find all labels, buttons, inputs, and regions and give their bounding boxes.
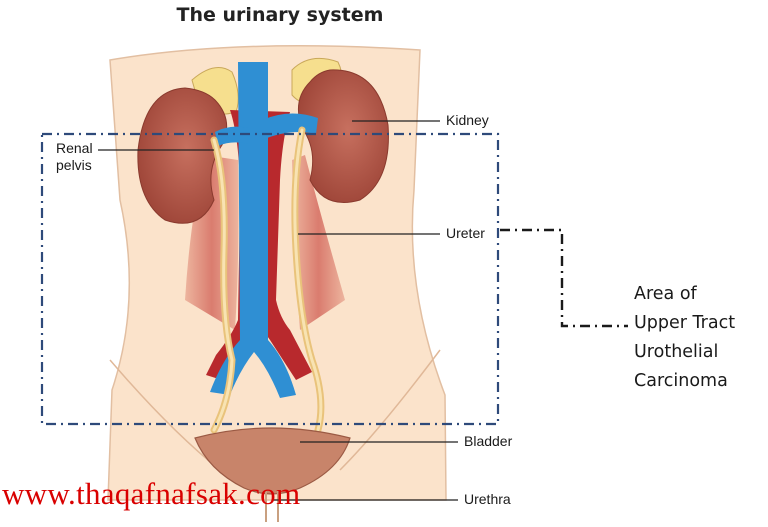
label-urethra: Urethra [464, 491, 511, 507]
label-renal-pelvis-line-1: Renal [56, 140, 93, 156]
label-bladder: Bladder [464, 433, 513, 449]
inferior-vena-cava [210, 62, 296, 398]
label-ureter: Ureter [446, 225, 485, 241]
left-kidney [137, 87, 228, 224]
callout-text: Area of Upper Tract Urothelial Carcinoma [634, 280, 735, 396]
bladder [194, 427, 351, 495]
urethra [265, 490, 279, 522]
right-ureter-highlight [293, 128, 323, 432]
callout-line-2: Upper Tract [634, 313, 736, 333]
right-renal-vein [262, 113, 318, 140]
left-renal-vein [215, 126, 248, 146]
label-renal-pelvis-line-2: pelvis [56, 157, 92, 173]
callout-line-3: Urothelial [634, 342, 719, 362]
callout-connector [500, 228, 628, 328]
left-ureter-highlight [212, 138, 234, 432]
label-renal-pelvis: Renal pelvis [56, 140, 93, 174]
watermark-text: www.thaqafnafsak.com [2, 476, 301, 511]
right-psoas-muscle [292, 155, 345, 330]
right-kidney [297, 69, 389, 203]
callout-line-4: Carcinoma [634, 371, 728, 391]
callout-line-1: Area of [634, 284, 697, 304]
diagram-title: The urinary system [176, 4, 384, 26]
upper-tract-region-frame [40, 132, 500, 426]
label-kidney: Kidney [446, 112, 489, 128]
